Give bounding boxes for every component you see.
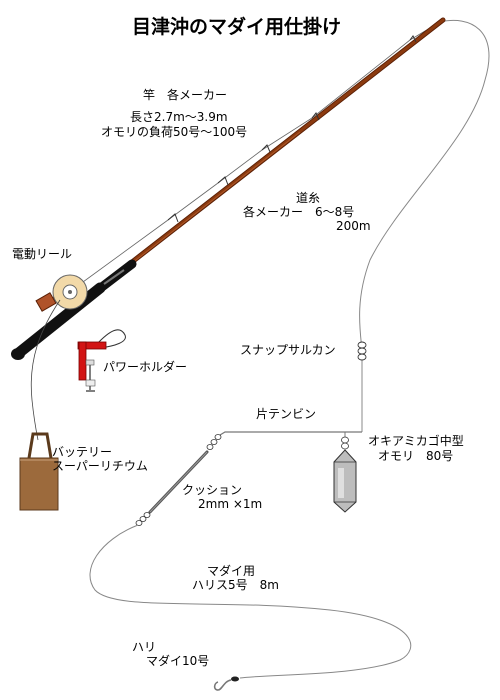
cushion-label: クッション 2mm ×1m xyxy=(182,483,262,511)
rod-grip xyxy=(11,259,137,360)
main-line xyxy=(359,19,490,432)
cushion xyxy=(135,450,209,526)
battery-label: バッテリー スーパーリチウム xyxy=(52,445,148,473)
reel-label: 電動リール xyxy=(12,247,72,261)
hook-label: ハリ マダイ10号 xyxy=(132,640,209,668)
tenbin-swivels xyxy=(206,434,222,450)
power-holder-label: パワーホルダー xyxy=(103,359,187,374)
main-line-label-line2: 各メーカー 6～8号 xyxy=(243,204,354,219)
rod-label-line2: 長さ2.7m～3.9m xyxy=(130,110,228,124)
main-line-label-line1: 道糸 xyxy=(296,191,320,205)
hook-label-line2: マダイ10号 xyxy=(146,653,209,668)
main-line-label: 道糸 各メーカー 6～8号 200m xyxy=(243,191,371,233)
electric-reel xyxy=(35,274,88,312)
diagram-title: 目津沖のマダイ用仕掛け xyxy=(132,15,341,38)
sinker-label-line2: オモリ 80号 xyxy=(378,449,453,463)
hook xyxy=(213,676,239,691)
rod-label-line3: オモリの負荷50号～100号 xyxy=(101,125,247,139)
snap-swivel xyxy=(357,341,367,361)
rod-label: 竿 各メーカー 長さ2.7m～3.9m オモリの負荷50号～100号 xyxy=(101,87,247,139)
sinker-label-line1: オキアミカゴ中型 xyxy=(368,433,464,448)
leader-label: マダイ用 ハリス5号 8m xyxy=(192,563,279,592)
tenbin xyxy=(214,431,362,440)
snap-swivel-label: スナップサルカン xyxy=(240,343,336,357)
leader-label-line2: ハリス5号 8m xyxy=(192,578,279,592)
tenbin-label: 片テンビン xyxy=(256,407,316,421)
power-holder xyxy=(77,329,126,392)
battery xyxy=(19,432,59,511)
sinker xyxy=(333,436,357,513)
leader-label-line1: マダイ用 xyxy=(207,563,255,578)
battery-cable xyxy=(30,299,61,441)
rod-guides xyxy=(167,35,417,223)
main-line-label-line3: 200m xyxy=(336,219,371,233)
battery-label-line2: スーパーリチウム xyxy=(52,459,148,473)
cushion-label-line1: クッション xyxy=(182,483,242,497)
sinker-label: オキアミカゴ中型 オモリ 80号 xyxy=(368,433,464,463)
leader-line xyxy=(89,524,412,679)
cushion-label-line2: 2mm ×1m xyxy=(198,497,262,511)
rod-label-line1: 竿 各メーカー xyxy=(143,87,227,102)
hook-label-line1: ハリ xyxy=(132,640,156,654)
battery-label-line1: バッテリー xyxy=(52,445,112,459)
